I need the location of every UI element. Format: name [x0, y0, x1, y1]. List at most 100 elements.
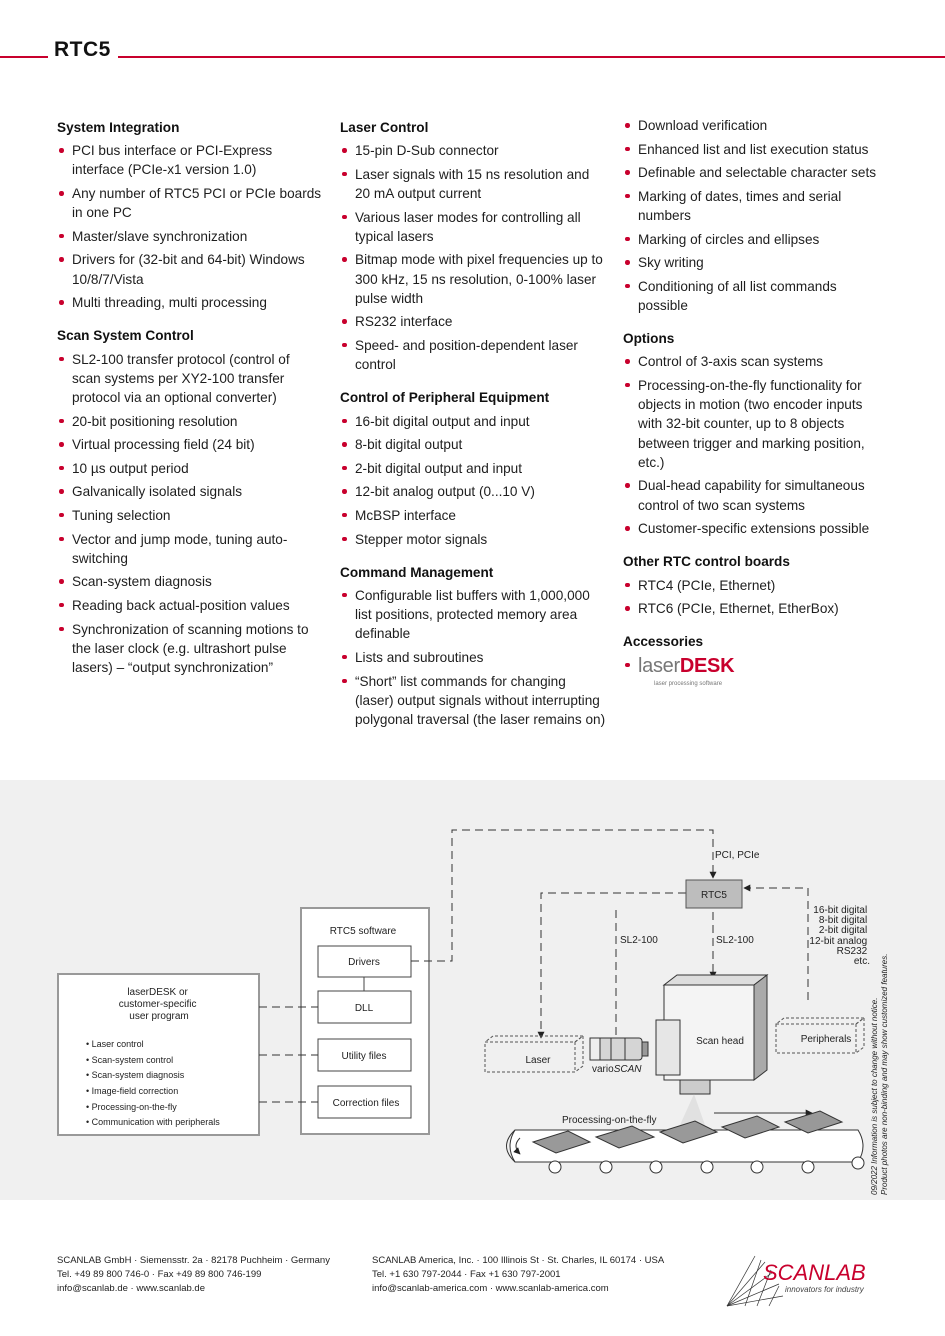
list-item: Stepper motor signals [340, 530, 608, 549]
svg-text:innovators for industry: innovators for industry [785, 1285, 865, 1294]
section-title-other-boards: Other RTC control boards [623, 554, 790, 570]
list-item: Control of 3-axis scan systems [623, 352, 883, 371]
page-title: RTC5 [54, 38, 111, 61]
laser-label: Laser [525, 1055, 551, 1066]
list-item: Customer-specific extensions possible [623, 519, 883, 538]
list-item: Drivers for (32-bit and 64-bit) Windows … [57, 250, 322, 288]
list-peripheral-equipment: 16-bit digital output and input 8-bit dig… [340, 412, 608, 549]
processing-on-the-fly-label: Processing-on-the-fly [562, 1115, 656, 1126]
list-item: Scan-system diagnosis [57, 572, 322, 591]
list-item: 10 µs output period [57, 459, 322, 478]
list-item: Virtual processing field (24 bit) [57, 435, 322, 454]
list-item: RTC6 (PCIe, Ethernet, EtherBox) [623, 599, 883, 618]
list-item: Configurable list buffers with 1,000,000… [340, 586, 608, 644]
section-title-scan-system-control: Scan System Control [57, 328, 194, 344]
list-item: 15-pin D-Sub connector [340, 141, 608, 160]
list-item: 16-bit digital output and input [340, 412, 608, 431]
user-program-box [57, 973, 260, 1136]
list-item: Any number of RTC5 PCI or PCIe boards in… [57, 184, 322, 222]
scanlab-logo: SCANLAB innovators for industry [726, 1255, 866, 1307]
footer-germany: SCANLAB GmbH · Siemensstr. 2a · 82178 Pu… [57, 1255, 330, 1294]
list-command-management: Configurable list buffers with 1,000,000… [340, 586, 608, 729]
user-program-title: laserDESK or customer-specific user prog… [119, 987, 200, 1022]
scan-head [655, 973, 769, 1095]
utility-files-label: Utility files [341, 1051, 386, 1062]
list-item: Lists and subroutines [340, 648, 608, 667]
correction-files-box [317, 1085, 412, 1119]
io-signals-list: 16-bit digital 8-bit digital 2-bit digit… [809, 905, 870, 967]
list-item: Bitmap mode with pixel frequencies up to… [340, 250, 608, 308]
list-other-boards: RTC4 (PCIe, Ethernet) RTC6 (PCIe, Etherne… [623, 576, 883, 619]
list-scan-system-control: SL2-100 transfer protocol (control of sc… [57, 350, 322, 678]
list-item: “Short” list commands for changing (lase… [340, 672, 608, 730]
section-title-system-integration: System Integration [57, 120, 180, 135]
list-item: Processing-on-the-fly functionality for … [623, 376, 883, 472]
varioscan-unit [589, 1037, 649, 1061]
rtc5-board [685, 879, 743, 909]
user-program-items: • Laser control • Scan-system control • … [86, 1039, 220, 1127]
list-item: Master/slave synchronization [57, 227, 322, 246]
column-1: System Integration PCI bus interface or … [57, 118, 322, 691]
workpieces [531, 1110, 844, 1154]
list-item: 20-bit positioning resolution [57, 412, 322, 431]
sl2-100-left-label: SL2-100 [620, 935, 658, 946]
varioscan-label: varioSCAN [592, 1064, 642, 1075]
software-title: RTC5 software [330, 926, 397, 937]
scan-head-label: Scan head [696, 1036, 744, 1047]
list-item: Multi threading, multi processing [57, 293, 322, 312]
list-item: Enhanced list and list execution status [623, 140, 883, 159]
list-item: 8-bit digital output [340, 435, 608, 454]
list-item: Conditioning of all list commands possib… [623, 277, 883, 315]
section-title-peripheral-equipment: Control of Peripheral Equipment [340, 390, 550, 406]
list-item: Various laser modes for controlling all … [340, 208, 608, 246]
list-item: Marking of circles and ellipses [623, 230, 883, 249]
dll-box [317, 990, 412, 1024]
system-diagram: laserDESK or customer-specific user prog… [0, 780, 945, 1200]
list-item: Speed- and position-dependent laser cont… [340, 336, 608, 374]
legal-note: 09/2022 Information is subject to change… [870, 953, 889, 1195]
dll-label: DLL [355, 1003, 374, 1014]
list-item: Synchronization of scanning motions to t… [57, 620, 322, 678]
list-item: Tuning selection [57, 506, 322, 525]
sl2-100-right-label: SL2-100 [716, 935, 754, 946]
list-item: Download verification [623, 116, 883, 135]
list-item: SL2-100 transfer protocol (control of sc… [57, 350, 322, 408]
correction-files-label: Correction files [333, 1098, 400, 1109]
section-title-options: Options [623, 331, 675, 347]
list-item: Definable and selectable character sets [623, 163, 883, 182]
list-accessories: laserDESK laser processing software [623, 656, 883, 694]
list-item: Dual-head capability for simultaneous co… [623, 476, 883, 514]
list-item: Sky writing [623, 253, 883, 272]
header-rule-right [118, 56, 945, 58]
list-item: Reading back actual-position values [57, 596, 322, 615]
header-rule-left [0, 56, 48, 58]
section-title-laser-control: Laser Control [340, 120, 429, 135]
list-item: RS232 interface [340, 312, 608, 331]
list-item: PCI bus interface or PCI-Express interfa… [57, 141, 322, 179]
drivers-label: Drivers [348, 957, 380, 968]
peripherals-label: Peripherals [801, 1034, 852, 1045]
svg-text:SCANLAB: SCANLAB [763, 1260, 866, 1285]
list-item: Marking of dates, times and serial numbe… [623, 187, 883, 225]
list-item: 12-bit analog output (0...10 V) [340, 482, 608, 501]
drivers-box [317, 945, 412, 978]
utility-files-box [317, 1038, 412, 1072]
pci-label: PCI, PCIe [715, 850, 760, 861]
list-item: McBSP interface [340, 506, 608, 525]
list-item: Laser signals with 15 ns resolution and … [340, 165, 608, 203]
rtc5-label: RTC5 [701, 890, 727, 901]
footer-america: SCANLAB America, Inc. · 100 Illinois St … [372, 1255, 665, 1294]
list-item: Vector and jump mode, tuning auto-switch… [57, 530, 322, 568]
section-title-accessories: Accessories [623, 634, 704, 650]
list-system-integration: PCI bus interface or PCI-Express interfa… [57, 141, 322, 312]
list-item: Galvanically isolated signals [57, 482, 322, 501]
list-item: RTC4 (PCIe, Ethernet) [623, 576, 883, 595]
section-title-command-management: Command Management [340, 564, 494, 580]
laserdesk-logo: laserDESK laser processing software [623, 656, 883, 694]
list-item: 2-bit digital output and input [340, 459, 608, 478]
